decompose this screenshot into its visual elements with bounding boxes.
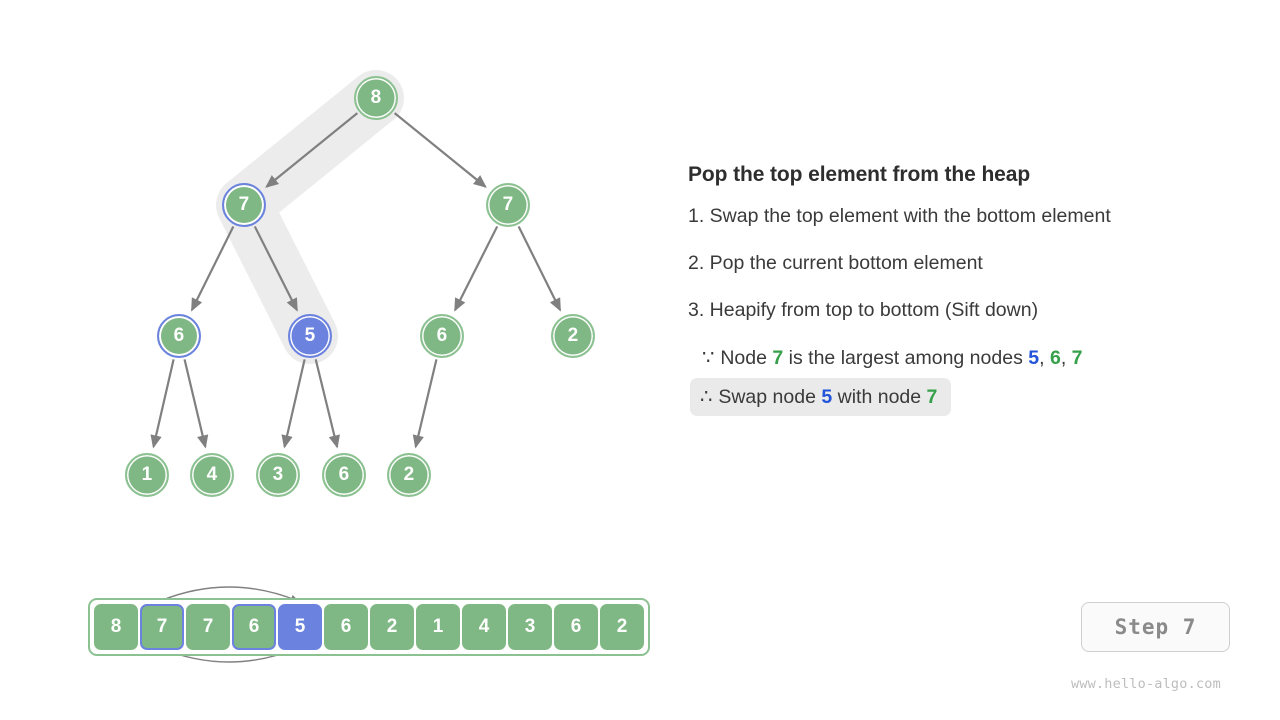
step-line-1: 1. Swap the top element with the bottom … (688, 205, 1111, 227)
array-cell: 3 (508, 604, 552, 650)
array-cell: 7 (186, 604, 230, 650)
array-cell: 8 (94, 604, 138, 650)
array-cell: 6 (324, 604, 368, 650)
because-line: ∵ Node 7 is the largest among nodes 5, 6… (702, 346, 1248, 370)
tree-edge (150, 359, 175, 449)
step-line-3: 3. Heapify from top to bottom (Sift down… (688, 299, 1039, 321)
tree-node: 7 (222, 183, 266, 227)
tree-edge (281, 359, 306, 449)
therefore-to-node: 7 (926, 386, 938, 408)
step-line-2: 2. Pop the current bottom element (688, 252, 983, 274)
tree-node: 6 (420, 314, 464, 358)
tree-node: 2 (551, 314, 595, 358)
explanation-panel: Pop the top element from the heap 1. Swa… (688, 163, 1248, 422)
therefore-line: ∴ Swap node 5 with node 7 (690, 378, 952, 416)
tree-edge (314, 359, 340, 449)
array-cell: 5 (278, 604, 322, 650)
tree-node: 1 (125, 453, 169, 497)
tree-node: 7 (486, 183, 530, 227)
tree-edge (412, 359, 438, 449)
tree-node: 6 (157, 314, 201, 358)
tree-edge (393, 112, 487, 188)
array-cell: 6 (232, 604, 276, 650)
tree-node: 6 (322, 453, 366, 497)
array-cell: 4 (462, 604, 506, 650)
array-cell: 2 (600, 604, 644, 650)
tree-node: 4 (190, 453, 234, 497)
because-sep-1: , (1060, 347, 1072, 369)
because-middle: is the largest among nodes (788, 347, 1023, 369)
array-cell: 1 (416, 604, 460, 650)
tree-edge (517, 226, 562, 312)
because-candidate-2: 7 (1071, 347, 1083, 369)
tree-node: 2 (387, 453, 431, 497)
tree-node: 8 (354, 76, 398, 120)
array-cell: 7 (140, 604, 184, 650)
tree-edge (454, 225, 499, 312)
because-symbol: ∵ (702, 347, 715, 369)
edge-group (150, 112, 562, 449)
watermark: www.hello-algo.com (1071, 676, 1221, 692)
tree-edge (183, 359, 209, 449)
array-cell: 2 (370, 604, 414, 650)
tree-node: 3 (256, 453, 300, 497)
because-prefix: Node (720, 347, 767, 369)
therefore-prefix: Swap node (718, 386, 816, 408)
array-cell: 6 (554, 604, 598, 650)
therefore-middle: with node (837, 386, 922, 408)
because-node-value: 7 (772, 347, 784, 369)
therefore-from-node: 5 (821, 386, 833, 408)
therefore-symbol: ∴ (700, 386, 713, 408)
because-candidate-0: 5 (1028, 347, 1040, 369)
highlight-band (216, 70, 404, 364)
page-title: Pop the top element from the heap (688, 163, 1031, 186)
because-sep-0: , (1039, 347, 1050, 369)
step-badge: Step 7 (1081, 602, 1230, 652)
tree-edge (265, 112, 359, 188)
tree-edge (253, 225, 298, 312)
tree-node: 5 (288, 314, 332, 358)
highlight-band-path (216, 70, 404, 364)
tree-edge (190, 226, 235, 312)
because-candidate-1: 6 (1049, 347, 1061, 369)
